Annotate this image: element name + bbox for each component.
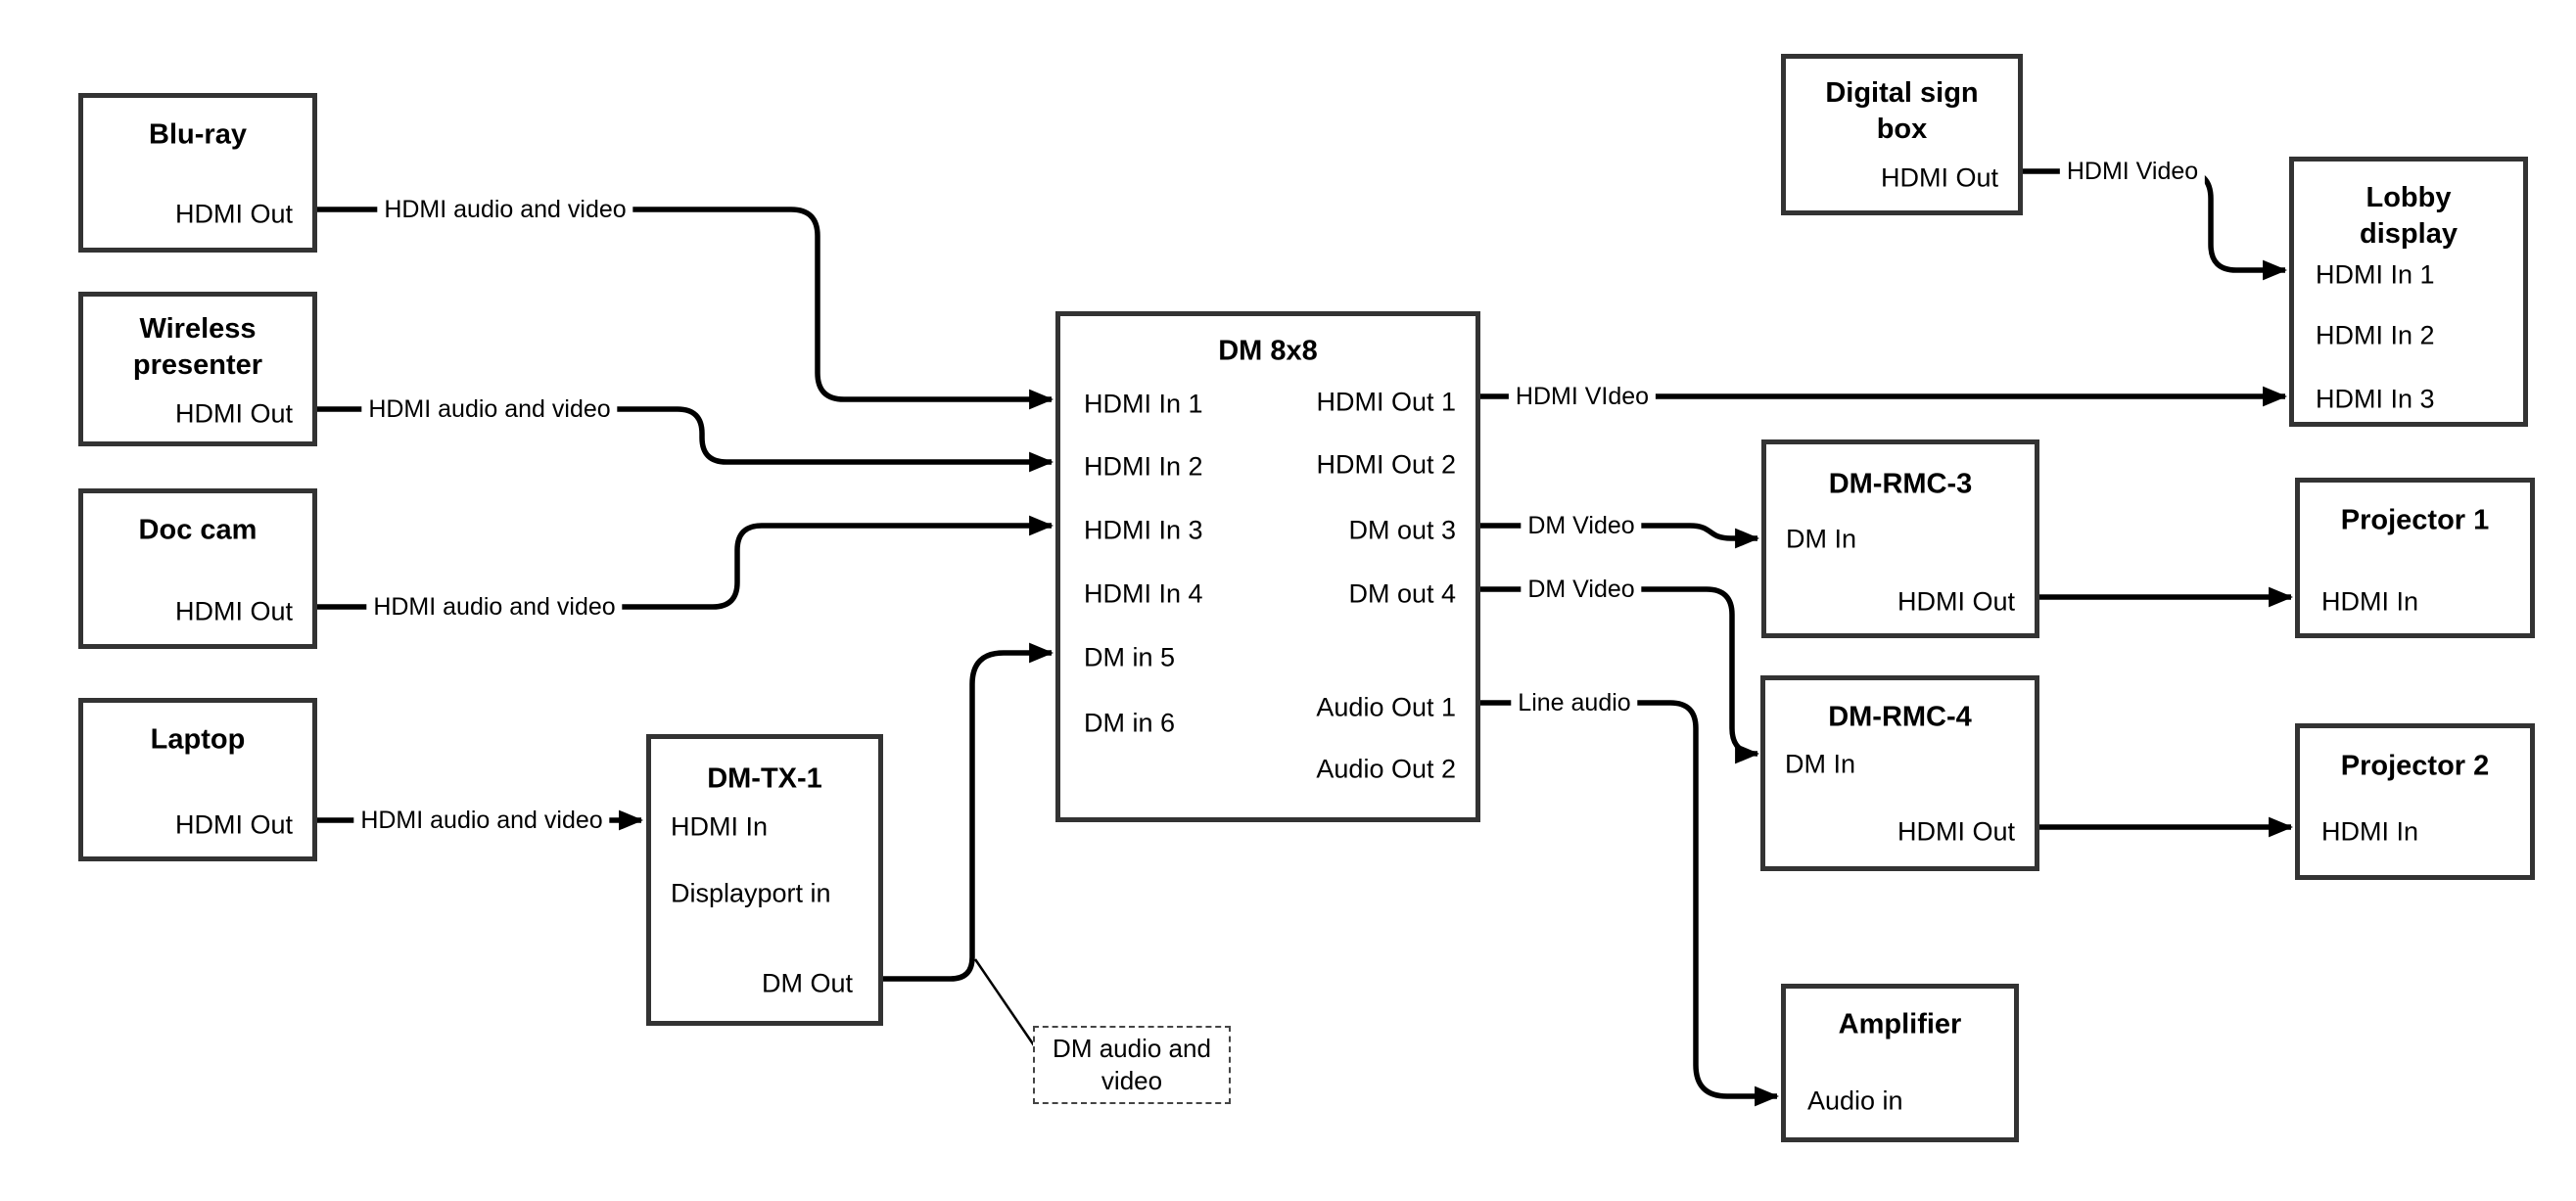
port-dm-in: DM In [1786,524,1857,554]
port-dm-out-3: DM out 3 [1348,515,1456,545]
port-hdmi-out: HDMI Out [174,809,293,840]
port-hdmi-in-2: HDMI In 2 [2316,320,2435,350]
wire-label-dm-video: DM Video [1521,511,1642,540]
port-displayport-in: Displayport in [671,878,831,908]
node-title: Wireless presenter [132,313,263,381]
port-hdmi-out: HDMI Out [1897,816,2015,847]
wire-label-hdmi-video: HDMI VIdeo [1508,382,1657,411]
port-hdmi-in-4: HDMI In 4 [1084,578,1203,609]
port-hdmi-out: HDMI Out [174,596,293,626]
port-hdmi-in-3: HDMI In 3 [1084,515,1203,545]
node-title: Projector 2 [2340,750,2490,782]
callout-leader-line [973,958,1036,1046]
callout-text: DM audio and video [1053,1034,1211,1095]
node-title: Digital sign box [1825,77,1979,145]
node-dm-tx-1: DM-TX-1 HDMI In Displayport in DM Out [646,734,883,1026]
wire-dm8x8-out3-to-rmc3 [1480,523,1760,549]
node-dm-rmc-3: DM-RMC-3 DM In HDMI Out [1761,439,2039,638]
port-hdmi-in: HDMI In [671,811,769,842]
port-audio-out-2: Audio Out 2 [1316,754,1456,784]
node-title: DM-RMC-4 [1828,701,1972,733]
wire-label-hdmi-audio-video: HDMI audio and video [361,394,618,424]
port-hdmi-in-3: HDMI In 3 [2316,384,2435,414]
port-hdmi-in-1: HDMI In 1 [1084,389,1203,419]
port-hdmi-out: HDMI Out [174,398,293,429]
port-dm-out: DM Out [761,968,853,998]
wire-signbox-to-lobby-in1 [2023,168,2288,281]
node-doc-cam: Doc cam HDMI Out [78,488,317,649]
node-title: Laptop [150,723,246,756]
wire-bluray-to-dm8x8-in1 [317,207,1054,410]
port-hdmi-out: HDMI Out [1897,586,2015,617]
wire-dmtx1-to-dm8x8-in5 [881,642,1054,982]
node-title: Projector 1 [2340,504,2490,536]
node-title: Amplifier [1838,1008,1962,1040]
wire-doccam-to-dm8x8-in3 [317,515,1054,610]
node-amplifier: Amplifier Audio in [1781,984,2019,1142]
node-title: Doc cam [138,514,258,546]
node-projector-1: Projector 1 HDMI In [2295,478,2535,638]
wire-label-dm-video: DM Video [1521,575,1642,604]
port-hdmi-out-2: HDMI Out 2 [1316,449,1456,480]
node-title: DM-RMC-3 [1828,468,1973,500]
port-hdmi-in-1: HDMI In 1 [2316,259,2435,290]
port-hdmi-out: HDMI Out [174,199,293,229]
port-hdmi-out: HDMI Out [1880,162,1998,193]
port-hdmi-in: HDMI In [2321,816,2419,847]
node-laptop: Laptop HDMI Out [78,698,317,861]
node-title: DM-TX-1 [707,762,822,795]
node-title: DM 8x8 [1218,335,1318,367]
node-title: Blu-ray [149,118,247,151]
node-dm-8x8: DM 8x8 HDMI In 1 HDMI In 2 HDMI In 3 HDM… [1055,311,1480,822]
node-digital-sign-box: Digital sign box HDMI Out [1781,54,2023,215]
callout-dm-audio-video: DM audio and video [1033,1026,1231,1104]
port-dm-out-4: DM out 4 [1348,578,1456,609]
port-hdmi-in: HDMI In [2321,586,2419,617]
wire-wireless-to-dm8x8-in2 [317,406,1054,473]
node-lobby-display: Lobby display HDMI In 1 HDMI In 2 HDMI I… [2289,157,2528,427]
node-dm-rmc-4: DM-RMC-4 DM In HDMI Out [1760,675,2039,871]
port-audio-in: Audio in [1807,1086,1903,1116]
port-hdmi-in-2: HDMI In 2 [1084,451,1203,482]
wire-dm8x8-out4-to-rmc4 [1480,586,1760,764]
port-dm-in: DM In [1785,749,1856,779]
node-projector-2: Projector 2 HDMI In [2295,723,2535,880]
wire-label-hdmi-video: HDMI Video [2059,157,2206,186]
port-dm-in-5: DM in 5 [1084,642,1176,672]
wire-dm8x8-audio1-to-amplifier [1480,700,1780,1107]
port-audio-out-1: Audio Out 1 [1316,692,1456,722]
node-wireless-presenter: Wireless presenter HDMI Out [78,292,317,446]
wire-label-hdmi-audio-video: HDMI audio and video [353,806,610,835]
node-bluray: Blu-ray HDMI Out [78,93,317,253]
port-dm-in-6: DM in 6 [1084,708,1176,738]
wire-label-line-audio: Line audio [1511,688,1638,717]
wire-label-hdmi-audio-video: HDMI audio and video [377,195,633,224]
port-hdmi-out-1: HDMI Out 1 [1316,387,1456,417]
wire-label-hdmi-audio-video: HDMI audio and video [366,592,623,622]
node-title: Lobby display [2360,182,2458,250]
